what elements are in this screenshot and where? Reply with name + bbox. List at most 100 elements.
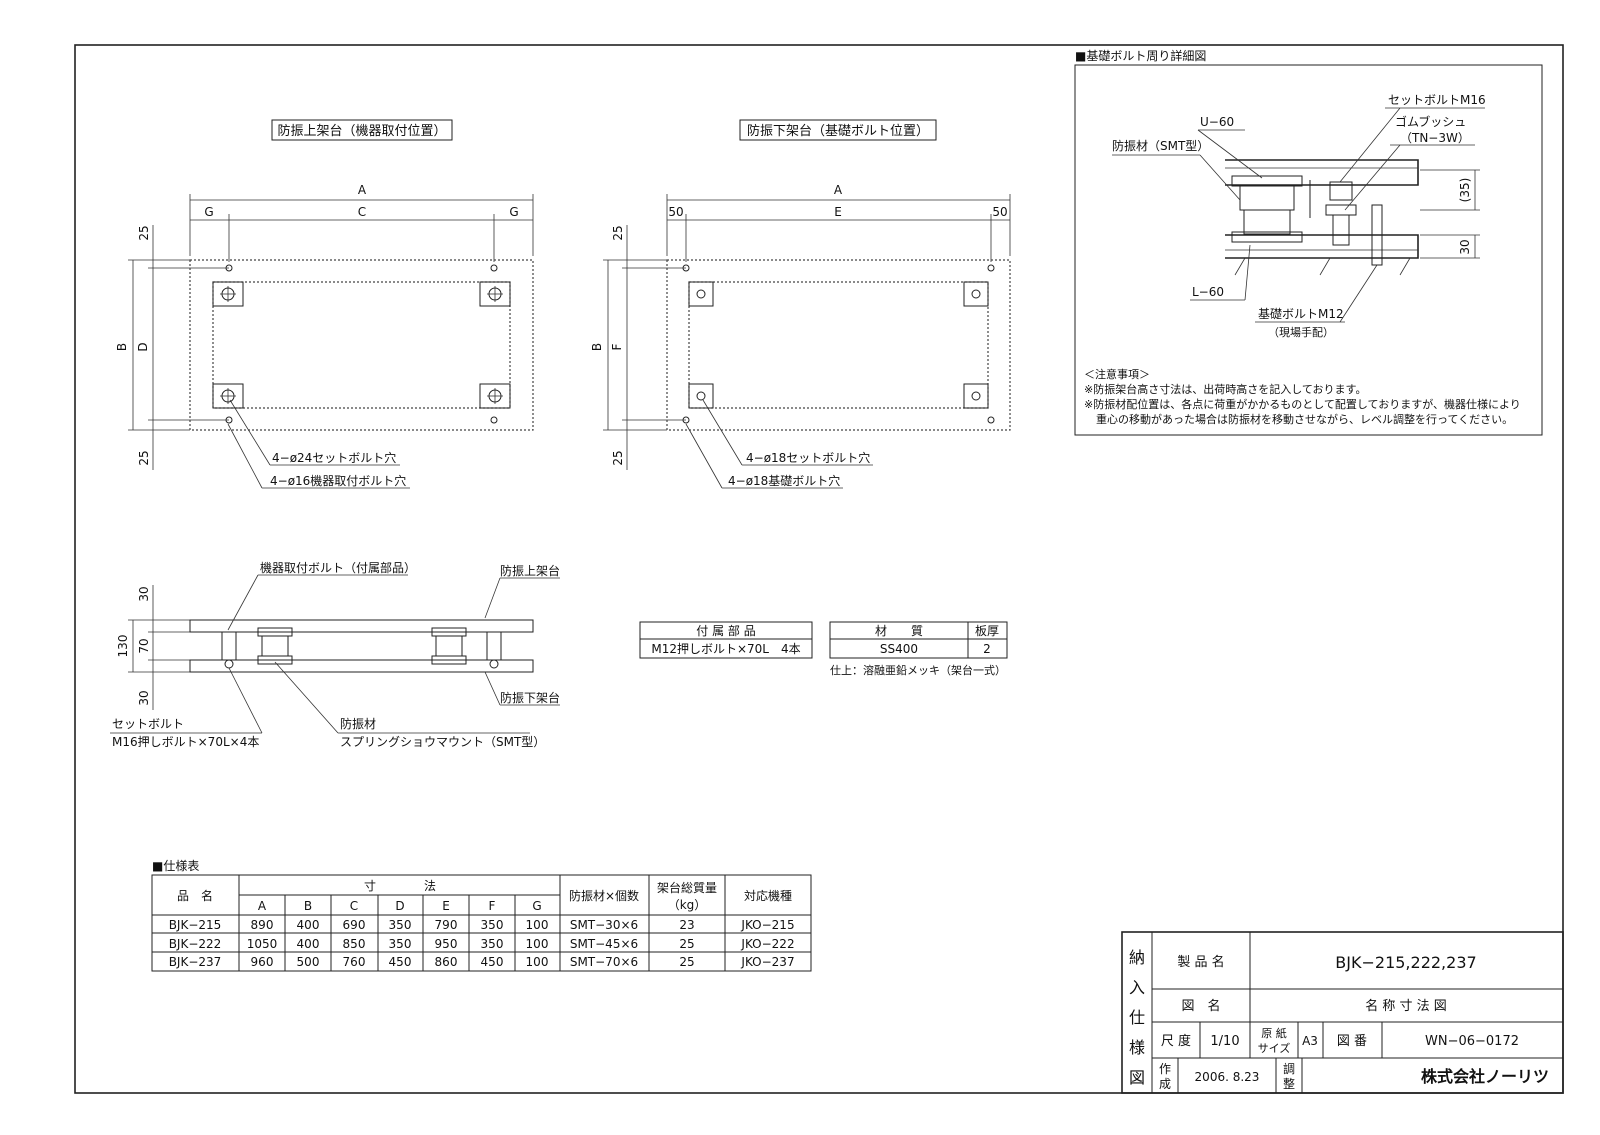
number-value: WN−06−0172 (1425, 1034, 1519, 1049)
side-mount-bolt-label: 機器取付ボルト（付属部品） (260, 560, 416, 575)
spec-h-b: B (304, 899, 312, 913)
title-side-1: 納 (1129, 948, 1145, 967)
side-damper-label: 防振材 (340, 716, 376, 731)
spec-cell: 850 (343, 937, 366, 951)
title-side-4: 様 (1129, 1038, 1145, 1057)
lower-frame-view: 防振下架台（基礎ボルト位置） A 50 E 50 B F 25 25 (590, 119, 1011, 489)
upper-dim-b: B (115, 343, 129, 351)
side-lower-label: 防振下架台 (500, 690, 560, 705)
spec-h-g: G (532, 899, 541, 913)
spec-cell: JKO−222 (740, 937, 794, 951)
adjust-label-1: 調 (1283, 1062, 1295, 1076)
upper-dim-g-right: G (509, 205, 518, 219)
detail-view: ■基礎ボルト周り詳細図 (35) 30 (1074, 48, 1543, 436)
accessory-header: 付 属 部 品 (696, 623, 755, 638)
spec-title: ■仕様表 (152, 859, 199, 873)
accessory-table: 付 属 部 品 M12押しボルト×70L 4本 (639, 621, 813, 659)
lower-dim-50-right: 50 (992, 205, 1007, 219)
spec-h-e: E (442, 899, 450, 913)
title-side-3: 仕 (1129, 1008, 1145, 1027)
detail-anchor-note: （現場手配） (1268, 325, 1334, 339)
lower-hole-label-2: 4−ø18基礎ボルト穴 (728, 473, 840, 488)
upper-dim-25-bottom: 25 (137, 450, 151, 465)
created-value: 2006. 8.23 (1195, 1070, 1260, 1084)
notes-title: ＜注意事項＞ (1084, 367, 1150, 381)
spec-h-f: F (489, 899, 496, 913)
spec-h-a: A (258, 899, 267, 913)
spec-cell: 860 (435, 955, 458, 969)
spec-cell: BJK−237 (169, 955, 222, 969)
upper-dim-a: A (358, 183, 367, 197)
spec-cell: 890 (251, 918, 274, 932)
spec-cell: JKO−215 (740, 918, 794, 932)
spec-cell: 950 (435, 937, 458, 951)
spec-cell: SMT−30×6 (570, 918, 638, 932)
lower-dim-25-top: 25 (611, 225, 625, 240)
upper-frame-view: 防振上架台（機器取付位置） A G C G B D 25 25 (115, 119, 534, 489)
detail-dim-35: (35) (1458, 178, 1472, 203)
material-header: 材 質 (875, 623, 923, 638)
side-set-bolt-label: セットボルト (112, 717, 184, 731)
lower-dim-f: F (610, 343, 624, 350)
sheet-border (74, 44, 1564, 1094)
spec-h-damper: 防振材×個数 (569, 888, 639, 903)
detail-damper-label: 防振材（SMT型） (1112, 138, 1209, 153)
note-1: ※防振架台高さ寸法は、出荷時高さを記入しております。 (1084, 382, 1366, 396)
adjust-label-2: 整 (1283, 1076, 1295, 1091)
spec-cell: 100 (526, 955, 549, 969)
accessory-row: M12押しボルト×70L 4本 (651, 642, 800, 656)
detail-anchor-label: 基礎ボルトM12 (1258, 307, 1344, 321)
lower-frame-title: 防振下架台（基礎ボルト位置） (747, 123, 929, 139)
spec-cell: 450 (481, 955, 504, 969)
spec-cell: 400 (297, 918, 320, 932)
material-value: SS400 (880, 642, 918, 656)
lower-dim-50-left: 50 (668, 205, 683, 219)
spec-cell: SMT−45×6 (570, 937, 638, 951)
detail-rubber-label: ゴムブッシュ (1395, 114, 1466, 129)
created-label-2: 成 (1159, 1077, 1171, 1091)
title-side-5: 図 (1129, 1068, 1145, 1087)
title-side-2: 入 (1129, 978, 1145, 997)
side-dim-70: 70 (137, 638, 151, 653)
upper-hole-label-1: 4−ø24セットボルト穴 (272, 450, 396, 465)
thickness-value: 2 (983, 642, 991, 656)
spec-cell: 450 (389, 955, 412, 969)
side-upper-label: 防振上架台 (500, 563, 560, 578)
spec-cell: JKO−237 (740, 955, 794, 969)
drawing-label: 図 名 (1181, 998, 1220, 1014)
detail-header: ■基礎ボルト周り詳細図 (1075, 48, 1206, 63)
company-name: 株式会社ノーリツ (1421, 1067, 1549, 1086)
number-label: 図 番 (1337, 1034, 1367, 1049)
product-value: BJK−215,222,237 (1335, 953, 1476, 972)
spec-cell: 350 (481, 918, 504, 932)
spec-cell: 25 (679, 955, 694, 969)
spec-cell: 100 (526, 918, 549, 932)
spec-cell: 1050 (247, 937, 278, 951)
upper-hole-label-2: 4−ø16機器取付ボルト穴 (270, 473, 406, 488)
material-table: 材 質 板厚 SS400 2 仕上：溶融亜鉛メッキ（架台一式） (829, 621, 1008, 677)
finish-note: 仕上：溶融亜鉛メッキ（架台一式） (830, 663, 1006, 677)
upper-dim-d: D (136, 342, 150, 351)
side-dim-30-top: 30 (137, 586, 151, 601)
spec-h-d: D (395, 899, 404, 913)
spec-cell: 350 (389, 918, 412, 932)
lower-dim-e: E (834, 205, 842, 219)
note-2: ※防振材配位置は、各点に荷重がかかるものとして配置しておりますが、機器仕様により (1084, 397, 1521, 411)
side-set-bolt-spec: M16押しボルト×70L×4本 (112, 735, 259, 749)
spec-cell: 400 (297, 937, 320, 951)
spec-cell: SMT−70×6 (570, 955, 638, 969)
side-damper-spec: スプリングショウマウント（SMT型） (340, 735, 545, 749)
title-block: 納 入 仕 様 図 製 品 名 BJK−215,222,237 図 名 名 称 … (1121, 931, 1564, 1094)
spec-cell: 790 (435, 918, 458, 932)
paper-value: A3 (1302, 1034, 1318, 1048)
spec-cell: 760 (343, 955, 366, 969)
upper-dim-c: C (358, 205, 366, 219)
spec-cell: 500 (297, 955, 320, 969)
drawing-value: 名 称 寸 法 図 (1365, 998, 1447, 1014)
spec-cell: BJK−215 (169, 918, 222, 932)
product-label: 製 品 名 (1177, 954, 1224, 970)
spec-cell: 100 (526, 937, 549, 951)
spec-cell: 960 (251, 955, 274, 969)
paper-label-1: 原 紙 (1261, 1026, 1287, 1040)
